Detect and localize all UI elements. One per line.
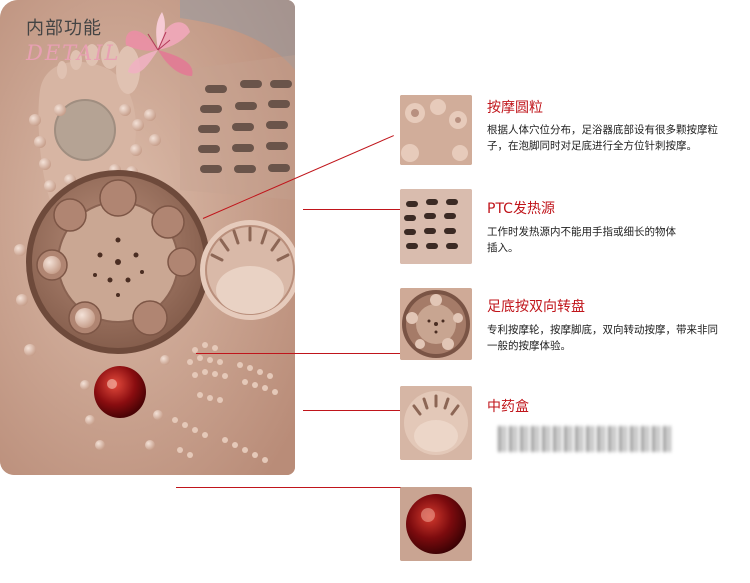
- section-subtitle: DETAIL: [26, 41, 121, 65]
- foot-bath-basin-photo: [0, 0, 295, 475]
- connector-line-herb-box: [303, 410, 401, 411]
- feature-desc-massage-beads: 根据人体穴位分布，足浴器底部设有很多颗按摩粒子，在泡脚同时对足底进行全方位针刺按…: [487, 124, 718, 152]
- lily-flower-icon: [125, 12, 193, 76]
- thumb-rotating-disc: [400, 288, 472, 360]
- connector-line-disc: [196, 353, 401, 354]
- section-title: 内部功能: [26, 18, 102, 39]
- thumb-herb-box: [400, 386, 472, 460]
- thumb-red-stone: [400, 487, 472, 561]
- feature-title-ptc: PTC发热源: [487, 201, 555, 217]
- blurred-description: [498, 426, 673, 452]
- thumb-massage-beads: [400, 95, 472, 165]
- connector-line-ptc: [303, 209, 401, 210]
- feature-desc-rotating-disc: 专利按摩轮，按摩脚底，双向转动按摩，带来非同一般的按摩体验。: [487, 324, 718, 352]
- feature-title-massage-beads: 按摩圆粒: [487, 100, 543, 116]
- feature-title-rotating-disc: 足底按双向转盘: [487, 299, 585, 315]
- feature-title-herb-box: 中药盒: [487, 399, 529, 415]
- thumb-ptc-heater: [400, 189, 472, 264]
- feature-desc-ptc: 工作时发热源内不能用手指或细长的物体插入。: [487, 226, 676, 254]
- connector-line-stone: [176, 487, 401, 488]
